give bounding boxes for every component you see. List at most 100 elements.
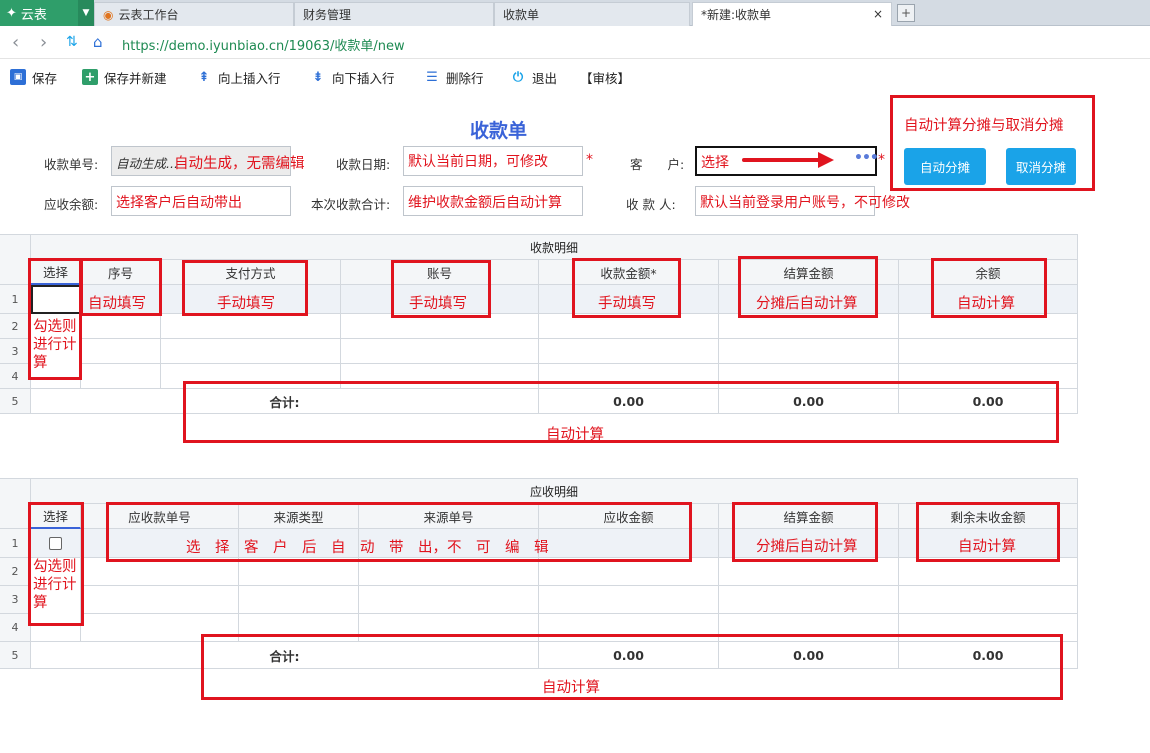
table-cell[interactable]	[539, 364, 719, 389]
table-cell[interactable]	[359, 586, 539, 614]
table-cell[interactable]	[899, 339, 1078, 364]
table-cell[interactable]	[539, 339, 719, 364]
arrow-right-icon	[818, 152, 834, 168]
table-cell[interactable]	[719, 529, 899, 558]
row-number[interactable]: 3	[0, 339, 31, 364]
row-number[interactable]: 4	[0, 364, 31, 389]
table-cell[interactable]	[239, 614, 359, 642]
table-cell[interactable]	[899, 364, 1078, 389]
col-source-type[interactable]: 来源类型	[239, 504, 359, 529]
cancel-allocate-button[interactable]: 取消分摊	[1006, 148, 1076, 185]
row-number[interactable]: 3	[0, 586, 31, 614]
col-select[interactable]: 选择	[31, 260, 81, 285]
table-cell[interactable]	[161, 314, 341, 339]
table-cell[interactable]	[161, 285, 341, 314]
insert-down-button[interactable]: ⇟ 向下插入行	[310, 62, 395, 92]
table-cell[interactable]	[539, 314, 719, 339]
refresh-icon[interactable]: ⇅	[66, 34, 78, 50]
table-cell[interactable]	[899, 285, 1078, 314]
table-cell[interactable]	[81, 586, 239, 614]
table-cell[interactable]	[81, 339, 161, 364]
table-cell[interactable]	[719, 614, 899, 642]
table-cell[interactable]	[719, 364, 899, 389]
forward-icon[interactable]: ›	[40, 32, 48, 53]
home-icon[interactable]: ⌂	[93, 33, 103, 51]
select-cell[interactable]	[31, 529, 81, 558]
col-settle-amount[interactable]: 结算金额	[719, 260, 899, 285]
tab-finance[interactable]: 财务管理	[294, 2, 494, 26]
receipt-detail-grid: 收款明细 选择 序号 支付方式 账号 收款金额* 结算金额 余额 1 2 3 4…	[0, 234, 1078, 414]
more-icon[interactable]: •••	[854, 150, 879, 166]
col-pay-method[interactable]: 支付方式	[161, 260, 341, 285]
table-cell[interactable]	[239, 529, 359, 558]
table-cell[interactable]	[899, 314, 1078, 339]
col-remaining-amount[interactable]: 剩余未收金额	[899, 504, 1078, 529]
col-account[interactable]: 账号	[341, 260, 539, 285]
tab-workbench[interactable]: ◉ 云表工作台	[94, 2, 294, 26]
table-cell[interactable]	[539, 586, 719, 614]
table-cell[interactable]	[239, 558, 359, 586]
table-cell[interactable]	[899, 529, 1078, 558]
col-select[interactable]: 选择	[31, 504, 81, 529]
col-seq[interactable]: 序号	[81, 260, 161, 285]
table-cell[interactable]	[719, 314, 899, 339]
back-icon[interactable]: ‹	[12, 32, 20, 53]
table-cell[interactable]	[359, 529, 539, 558]
table-cell[interactable]	[239, 586, 359, 614]
tab-new-receipt[interactable]: *新建:收款单 ×	[692, 2, 892, 26]
table-cell[interactable]	[161, 364, 341, 389]
table-cell[interactable]	[539, 614, 719, 642]
table-cell[interactable]	[81, 314, 161, 339]
table-cell[interactable]	[341, 364, 539, 389]
table-cell[interactable]	[161, 339, 341, 364]
table-cell[interactable]	[719, 586, 899, 614]
table-cell[interactable]	[341, 339, 539, 364]
table-cell[interactable]	[719, 339, 899, 364]
table-cell[interactable]	[719, 285, 899, 314]
audit-button[interactable]: 【审核】	[580, 70, 631, 86]
col-settle-amount[interactable]: 结算金额	[719, 504, 899, 529]
auto-allocate-button[interactable]: 自动分摊	[904, 148, 986, 185]
row-number[interactable]: 1	[0, 529, 31, 558]
row-number[interactable]: 2	[0, 558, 31, 586]
row-number[interactable]: 4	[0, 614, 31, 642]
app-menu-button[interactable]: ✦ 云表	[0, 0, 78, 26]
table-cell[interactable]	[899, 614, 1078, 642]
table-cell[interactable]	[899, 558, 1078, 586]
table-cell[interactable]	[81, 364, 161, 389]
delete-row-button[interactable]: ☰ 删除行	[424, 62, 483, 92]
table-cell[interactable]	[359, 614, 539, 642]
plus-icon[interactable]: +	[897, 4, 915, 22]
close-icon[interactable]: ×	[872, 7, 883, 21]
col-balance[interactable]: 余额	[899, 260, 1078, 285]
row-number[interactable]: 5	[0, 389, 31, 414]
exit-button[interactable]: ⏻ 退出	[510, 62, 557, 92]
col-receipt-amount[interactable]: 收款金额*	[539, 260, 719, 285]
row-number[interactable]: 2	[0, 314, 31, 339]
customer-field[interactable]: 选择	[695, 146, 877, 176]
total-balance: 0.00	[899, 389, 1078, 414]
table-cell[interactable]	[81, 614, 239, 642]
row-number[interactable]: 1	[0, 285, 31, 314]
receipt-no-field: 自动生成...	[111, 146, 291, 176]
checkbox[interactable]	[49, 536, 62, 550]
table-cell[interactable]	[31, 558, 81, 642]
table-cell[interactable]	[359, 558, 539, 586]
save-button[interactable]: ▣ 保存	[10, 62, 57, 92]
receipt-date-field[interactable]: 默认当前日期，可修改	[403, 146, 583, 176]
col-source-no[interactable]: 来源单号	[359, 504, 539, 529]
table-cell[interactable]	[341, 314, 539, 339]
caret-down-icon[interactable]: ▼	[78, 0, 94, 26]
save-new-button[interactable]: + 保存并新建	[82, 62, 167, 92]
tab-receipt[interactable]: 收款单	[494, 2, 690, 26]
table-cell[interactable]	[81, 558, 239, 586]
table-cell[interactable]	[539, 285, 719, 314]
table-cell[interactable]	[341, 285, 539, 314]
row-number[interactable]: 5	[0, 642, 31, 669]
url-text[interactable]: https://demo.iyunbiao.cn/19063/收款单/new	[122, 39, 405, 54]
table-cell[interactable]	[539, 558, 719, 586]
table-cell[interactable]	[899, 586, 1078, 614]
table-cell[interactable]	[719, 558, 899, 586]
insert-up-button[interactable]: ⇞ 向上插入行	[196, 62, 281, 92]
page-title: 收款单	[470, 120, 528, 142]
